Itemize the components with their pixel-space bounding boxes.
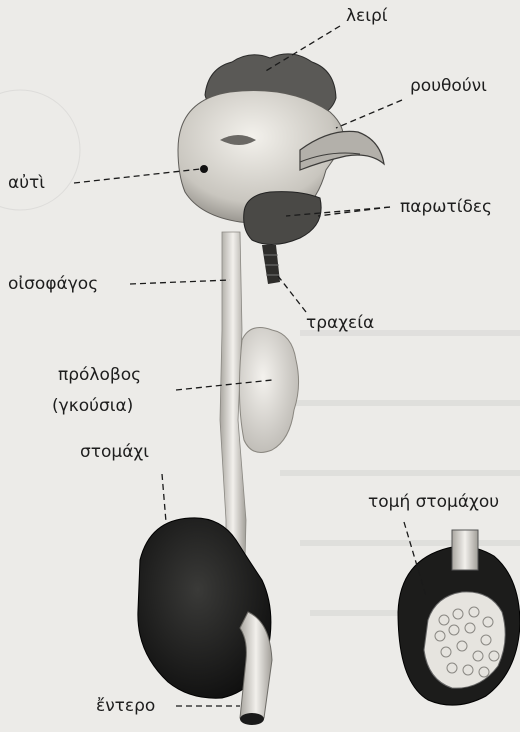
label-trachea: τραχεία: [306, 313, 374, 333]
crop: [239, 328, 298, 453]
parotids: [244, 192, 321, 245]
leader-esophagus: [130, 280, 230, 284]
label-esophagus: οἰσοφάγος: [8, 274, 98, 294]
leader-stomach: [162, 474, 166, 522]
label-ear: αὐτὶ: [8, 173, 45, 193]
label-intestine: ἔντερο: [96, 696, 155, 716]
label-crop: πρόλοβος: [58, 365, 141, 385]
leader-parotids-b: [318, 207, 390, 216]
label-stomach: στομάχι: [80, 442, 149, 462]
label-comb: λειρί: [346, 6, 388, 26]
ear-dot: [200, 165, 208, 173]
stomach-section: [398, 530, 520, 705]
leader-trachea: [278, 276, 306, 312]
label-parotids: παρωτίδες: [400, 197, 492, 217]
label-crop-alt: (γκούσια): [52, 396, 133, 416]
leader-nostril: [336, 100, 402, 128]
label-stomach-section: τομή στομάχου: [368, 492, 499, 512]
label-nostril: ρουθούνι: [410, 76, 487, 96]
